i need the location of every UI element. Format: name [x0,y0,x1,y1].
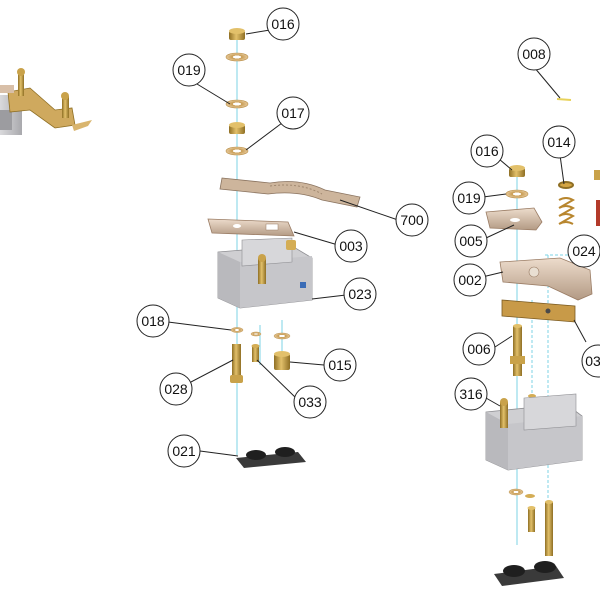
nut-015 [274,351,290,370]
callout-leaders [167,29,587,457]
washer-right-hole [510,218,520,222]
pin-right-lower [545,500,553,556]
rubber-pad-021 [236,447,306,468]
callout-014: 014 [542,125,576,159]
callout-03-partial: 03 [581,344,600,378]
svg-text:023: 023 [348,286,372,302]
svg-text:03: 03 [585,353,600,369]
washer-small-center [250,331,262,337]
partial-parts-right-edge [594,170,600,226]
rubber-pad-right [494,561,564,586]
nut-016-center [229,28,245,40]
callout-018: 018 [136,304,170,338]
bracket-plate [501,299,576,323]
callout-019-center: 019 [172,53,206,87]
svg-text:008: 008 [522,46,546,62]
screw-right-lower [527,506,536,532]
partial-assembly-left [0,68,92,135]
svg-text:033: 033 [298,394,322,410]
svg-text:016: 016 [475,143,499,159]
svg-text:017: 017 [281,105,305,121]
callout-003: 003 [334,229,368,263]
spring-014 [558,181,576,225]
callout-700: 700 [395,203,429,237]
washer-019-right [505,189,529,199]
svg-text:024: 024 [572,243,596,259]
washer-center-1 [225,52,249,62]
callout-024: 024 [567,234,600,268]
callout-002: 002 [453,263,487,297]
washer-center-2 [225,146,249,156]
svg-text:021: 021 [172,443,196,459]
callout-016-right: 016 [470,134,504,168]
screw-033 [251,344,260,362]
callout-006: 006 [462,332,496,366]
callout-017: 017 [276,96,310,130]
svg-text:014: 014 [547,134,571,150]
svg-text:019: 019 [177,62,201,78]
callout-005: 005 [454,224,488,258]
callouts: 016 019 017 700 003 023 018 015 [136,7,600,468]
svg-text:015: 015 [328,357,352,373]
callout-015: 015 [323,348,357,382]
svg-text:028: 028 [164,381,188,397]
washer-right-lower-2 [525,494,535,498]
callout-016-center: 016 [266,7,300,41]
housing-023 [217,237,313,309]
threaded-shaft-006 [510,324,525,376]
washer-015-top [273,332,291,340]
svg-text:003: 003 [339,238,363,254]
contact-plate-003 [207,218,295,237]
callout-019-right: 019 [452,181,486,215]
nut-017-center [229,122,245,134]
washer-right-lower-1 [508,488,524,496]
spring-pin-008 [556,98,572,101]
callout-023: 023 [343,277,377,311]
screw-028 [230,344,243,383]
svg-text:002: 002 [458,272,482,288]
callout-028: 028 [159,372,193,406]
svg-text:316: 316 [459,386,483,402]
housing-right [485,393,583,471]
svg-text:019: 019 [457,190,481,206]
svg-text:700: 700 [400,212,424,228]
contact-arm-002 [499,257,593,301]
washer-019-center [225,99,249,109]
svg-text:006: 006 [467,341,491,357]
callout-021: 021 [167,434,201,468]
flexible-braid-700 [219,177,361,208]
callout-008: 008 [517,37,551,71]
svg-text:018: 018 [141,313,165,329]
svg-text:005: 005 [459,233,483,249]
svg-text:016: 016 [271,16,295,32]
nut-016-right [509,165,525,177]
callout-033: 033 [293,385,327,419]
washer-018 [230,327,244,333]
callout-316: 316 [454,377,488,411]
